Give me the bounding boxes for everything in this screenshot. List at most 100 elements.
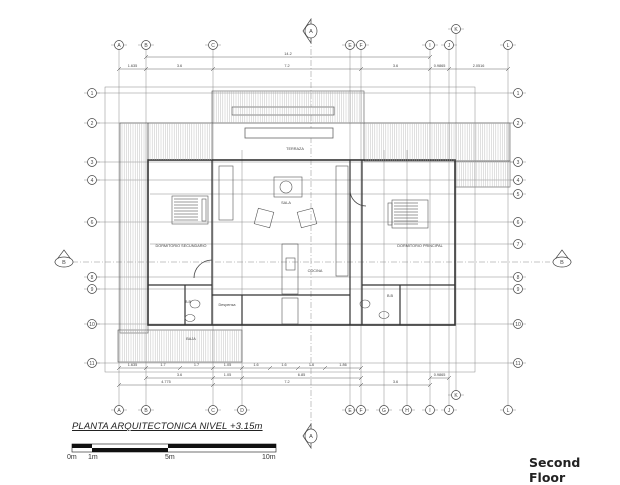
dimension-row3-bottom-tick [358, 382, 364, 388]
grid-bubble-left-10-label: 10 [89, 322, 95, 328]
section-marker-b-left: B [54, 249, 74, 268]
grid-bubble-bottom-C-label: C [211, 408, 215, 414]
grid-bubble-right-7-label: 7 [517, 242, 520, 248]
grid-bubble-bottom-F-label: F [359, 408, 362, 414]
kitchen-counter [335, 165, 349, 277]
dimension-row3-bottom-tick [116, 382, 122, 388]
grid-bubble-left-2 [87, 118, 97, 128]
dimension-segments-top-tick [427, 66, 433, 72]
terrace-band-2 [363, 122, 511, 162]
grid-bubble-right-5 [513, 189, 523, 199]
dimension-segments-top-value: 0.9865 [434, 64, 446, 68]
stove [285, 257, 296, 271]
armchair-left [253, 207, 275, 229]
floor-caption: Second Floor [529, 455, 581, 485]
grid-bubble-right-11 [513, 358, 523, 368]
bed-secundario-frame [171, 195, 209, 225]
grid-bubble-right-10 [513, 319, 523, 329]
toilet [189, 299, 201, 309]
grid-bubble-bottom-K [451, 390, 461, 400]
bed-secundario-headboard [201, 198, 207, 222]
roof-top-band [211, 90, 365, 124]
dimension-segments-top-value: 3.6 [177, 64, 182, 68]
dimension-segments-top-tick [143, 66, 149, 72]
grid-bubble-right-2-label: 2 [517, 121, 520, 127]
grid-bubble-top-J [444, 40, 454, 50]
scale-label-5: 5m [165, 454, 175, 461]
grid-bubble-bottom-C [208, 405, 218, 415]
skylight-2 [244, 127, 334, 139]
room-label-dorm-principal: DORMITORIO PRINCIPAL [397, 244, 442, 248]
dimension-extra-bottom-tick [427, 375, 433, 381]
dimension-row2-bottom-tick [210, 375, 216, 381]
grid-bubble-bottom-E-label: E [348, 408, 352, 414]
dimension-row3-bottom-tick [427, 382, 433, 388]
dimension-row1-bottom-value: 1.7 [194, 363, 199, 367]
dimension-row3-bottom-value: 3.6 [393, 380, 398, 384]
dimension-row1-bottom-tick [267, 365, 273, 371]
dimension-row1-bottom-value: 1.6 [253, 363, 258, 367]
terrace-band-right [454, 160, 511, 188]
scale-label-0: 0m [67, 454, 77, 461]
scale-bar-segment-2 [92, 448, 168, 452]
drawing-title: PLANTA ARQUITECTONICA NIVEL +3.15m [72, 421, 263, 432]
dimension-row1-bottom-value: 1.05 [224, 363, 231, 367]
dimension-row2-bottom-tick [358, 375, 364, 381]
grid-bubble-right-4-label: 4 [517, 178, 520, 184]
grid-bubble-right-3 [513, 157, 523, 167]
room-label-sala: SALA [281, 201, 291, 205]
door-swing-dorm-principal [349, 189, 367, 207]
terrace-band-1 [147, 122, 213, 161]
grid-bubble-top-J-label: J [448, 43, 451, 49]
grid-bubble-bottom-B [141, 405, 151, 415]
grid-bubble-top-L-label: L [507, 43, 510, 49]
grid-bubble-right-4 [513, 175, 523, 185]
grid-bubble-top-E-label: E [348, 43, 352, 49]
door-swing-dorm-secundario [193, 259, 213, 279]
section-marker-b-right-label: B [560, 260, 564, 266]
dimension-row2-bottom-tick [143, 375, 149, 381]
grid-bubble-top-F [356, 40, 366, 50]
dimension-segments-top-tick [505, 66, 511, 72]
section-marker-b-right: B [552, 249, 572, 268]
section-marker-b-right-circle [552, 256, 572, 268]
grid-bubble-right-1 [513, 88, 523, 98]
grid-bubble-top-A-label: A [117, 43, 121, 49]
grid-bubble-top-A [114, 40, 124, 50]
grid-bubble-right-11-label: 11 [515, 361, 520, 367]
dimension-row2-bottom-tick [239, 375, 245, 381]
dimension-segments-top-tick [446, 66, 452, 72]
dimension-extra-bottom-value: 0.9865 [434, 373, 446, 377]
grid-bubble-bottom-I-label: I [429, 408, 430, 414]
grid-bubble-left-10 [87, 319, 97, 329]
sink [184, 314, 196, 322]
dimension-segments-top-value: 3.6 [393, 64, 398, 68]
grid-bubble-right-2 [513, 118, 523, 128]
grid-bubble-left-3-label: 3 [91, 160, 94, 166]
dimension-row1-bottom-value: 1.6 [309, 363, 314, 367]
coffee-table-round [279, 180, 293, 194]
grid-bubble-left-9 [87, 284, 97, 294]
coffee-table [273, 176, 303, 198]
bed-principal [387, 199, 429, 229]
grid-bubble-right-6 [513, 217, 523, 227]
building-outline [104, 86, 476, 373]
grid-bubble-bottom-A-label: A [117, 408, 121, 414]
grid-bubble-bottom-L-label: L [507, 408, 510, 414]
grid-bubble-right-9-label: 9 [517, 287, 520, 293]
grid-bubble-top-L [503, 40, 513, 50]
grid-bubble-left-8-label: 8 [91, 275, 94, 281]
roof-hatching [119, 91, 510, 362]
dimension-row2-bottom-value: 3.6 [177, 373, 182, 377]
dimension-overall-top-tick [427, 54, 433, 60]
grid-bubble-right-6-label: 6 [517, 220, 520, 226]
grid-bubble-left-6-label: 6 [91, 220, 94, 226]
grid-bubble-left-11-label: 11 [89, 361, 94, 367]
scale-label-10: 10m [262, 454, 276, 461]
scale-bar-segment-3 [168, 444, 276, 448]
grid-bubble-bottom-G [379, 405, 389, 415]
section-marker-a-bottom-circle [304, 428, 318, 444]
room-label-baja: BAJA [186, 337, 196, 341]
